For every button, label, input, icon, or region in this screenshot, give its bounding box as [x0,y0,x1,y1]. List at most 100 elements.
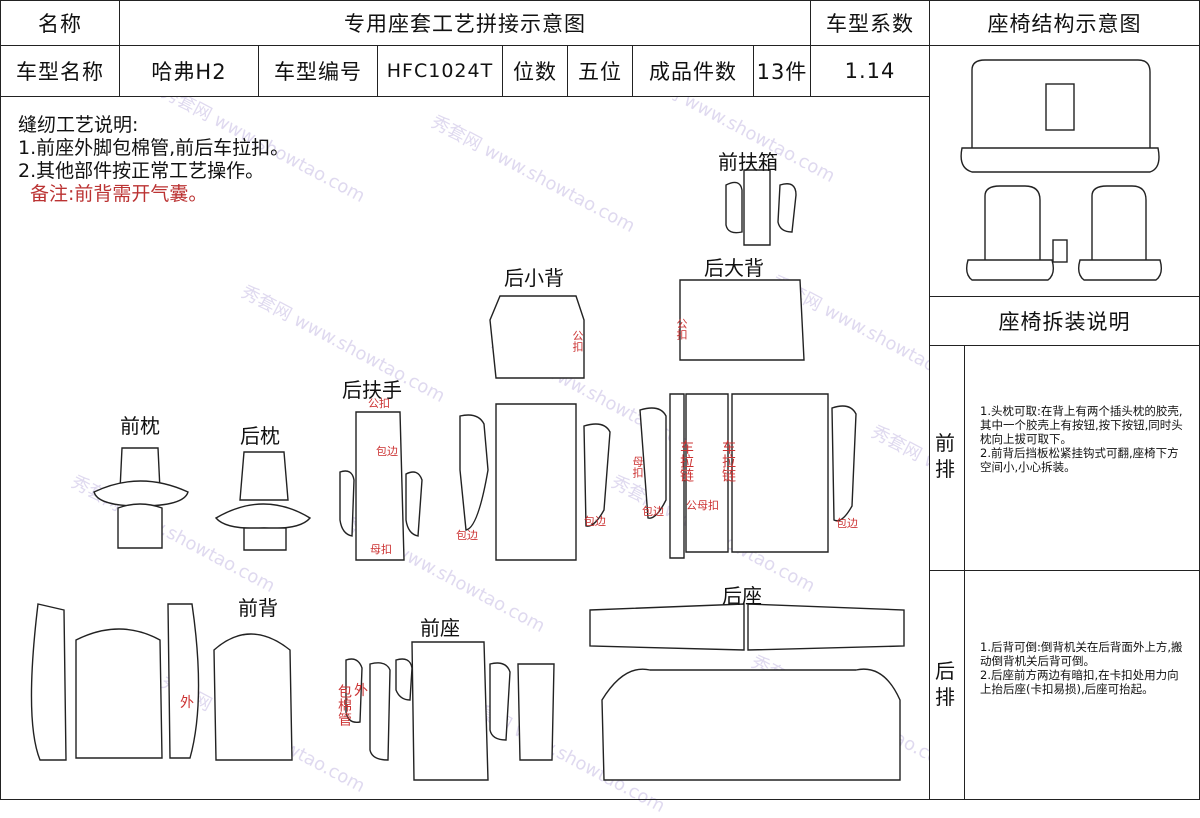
front-left-seat-shape [984,185,1041,263]
notes-title: 缝纫工艺说明: [18,114,139,136]
rear-big-back-left-panel [685,393,729,553]
front-right-cushion-shape [1077,259,1163,281]
rear-small-back-top [489,295,585,379]
rear-small-back-body [495,403,577,561]
part-label-front-pillow: 前枕 [120,414,160,438]
coef-cell: 1.14 [810,45,930,97]
rear-armrest-body [355,411,405,561]
rear-big-back-top [679,279,805,361]
structure-title: 座椅结构示意图 [987,12,1142,36]
front-back-panel-b [213,633,293,761]
front-armrest-box-center [743,169,771,246]
annot-edge-d: 包边 [642,505,664,518]
name-label-cell: 名称 [0,0,120,46]
rear-pillow-wing [214,503,312,529]
rear-armrest-right [405,471,423,537]
pieces-label-cell: 成品件数 [632,45,754,97]
annot-male-buckle-b: 公扣 [675,318,688,340]
front-row-label: 前排 [934,430,960,482]
rear-seat-back-left [589,603,745,651]
notes-line-2: 2.其他部件按正常工艺操作。 [18,160,265,182]
rear-small-back-right-side [583,423,611,527]
part-label-rear-seat: 后座 [722,584,762,608]
rear-big-back-left-side [639,407,667,519]
part-label-rear-pillow: 后枕 [240,424,280,448]
front-left-cushion-shape [965,259,1055,281]
rear-row-text-cell [964,570,1200,800]
front-seat-piece-d [489,662,511,741]
coef-value: 1.14 [844,59,896,83]
annot-cotton-tube: 包棉管 [336,684,352,726]
part-label-front-armrest-box: 前扶箱 [718,150,778,174]
rear-small-back-left-side [459,414,489,531]
model-code-cell: HFC1024T [377,45,503,97]
seats-label: 位数 [513,60,557,84]
part-label-front-back: 前背 [238,596,278,620]
model-name-label: 车型名称 [16,60,104,84]
model-name-cell: 哈弗H2 [119,45,259,97]
rear-row-label: 后排 [934,658,960,710]
rear-big-back-strip-a [669,393,685,559]
annot-female-buckle-a: 母扣 [370,543,392,556]
model-name: 哈弗H2 [151,60,227,84]
front-seat-center [411,641,489,781]
rear-big-back-right-panel [731,393,829,553]
notes-remark: 备注:前背需开气囊。 [30,183,208,205]
front-back-strip [167,603,200,759]
pieces-cell: 13件 [753,45,811,97]
annot-zipper-a: 车拉链 [678,440,694,482]
rear-row-instructions: 1.后背可倒:倒背机关在后背面外上方,搬动倒背机关后背可倒。 2.后座前方两边有… [980,640,1183,696]
seats-value: 五位 [578,60,622,84]
front-seat-piece-e [517,663,555,761]
model-code-label-cell: 车型编号 [258,45,378,97]
annot-male-buckle-c: 公扣 [368,397,390,410]
part-label-front-seat: 前座 [420,616,460,640]
front-armrest-box-right [777,183,797,233]
rear-armrest-slot-shape [1045,83,1075,131]
sheet-title: 专用座套工艺拼接示意图 [344,12,586,36]
front-seat-piece-c [395,658,413,701]
front-row-label-text: 前排 [935,431,955,481]
front-pillow-wing [93,480,189,507]
rear-armrest-left [339,470,355,537]
rear-pillow-bottom [243,527,287,551]
front-right-seat-shape [1091,185,1147,263]
rear-row-label-text: 后排 [935,659,955,709]
part-label-rear-armrest: 后扶手 [342,378,402,402]
front-row-label-cell [929,345,965,571]
annot-outer-b: 外 [354,683,368,699]
annot-edge-b: 包边 [456,529,478,542]
instructions-title: 座椅拆装说明 [998,310,1131,334]
name-label: 名称 [38,12,82,36]
notes-line-1: 1.前座外脚包棉管,前后车拉扣。 [18,137,290,159]
rear-bench-cushion-shape [960,147,1160,173]
pattern-pieces [30,59,1163,781]
model-code-label: 车型编号 [274,60,362,84]
coef-label-cell: 车型系数 [810,0,930,46]
annot-zipper-b: 车拉链 [720,440,736,482]
pieces-value: 13件 [756,60,808,84]
rear-pillow-top [239,451,289,501]
console-shape [1052,239,1068,263]
front-back-left-side [30,603,67,761]
annot-edge-a: 包边 [376,445,398,458]
annot-female-buckle-b: 母扣 [631,456,644,478]
annot-edge-e: 包边 [836,517,858,530]
rear-row-label-cell [929,570,965,800]
model-code: HFC1024T [386,60,494,82]
seat-structure-diagram [960,59,1163,281]
front-row-instructions: 1.头枕可取:在背上有两个插头枕的胶壳,其中一个胶壳上有按钮,按下按钮,同时头枕… [980,404,1183,474]
front-pillow-bottom [117,503,163,549]
front-armrest-box-left [725,181,743,234]
coef-label: 车型系数 [826,12,914,36]
pieces-label: 成品件数 [649,60,737,84]
part-label-rear-big-back: 后大背 [704,256,764,280]
rear-big-back-right-side [831,405,857,522]
front-seat-piece-b [369,662,391,761]
model-name-label-cell: 车型名称 [0,45,120,97]
rear-seat-back-right [747,603,905,651]
rear-seat-cushion [601,668,901,781]
sewing-notes: 缝纫工艺说明: 1.前座外脚包棉管,前后车拉扣。 2.其他部件按正常工艺操作。 … [18,114,289,206]
front-back-panel-a [75,628,163,759]
annot-male-female-buckle: 公母扣 [686,499,719,512]
